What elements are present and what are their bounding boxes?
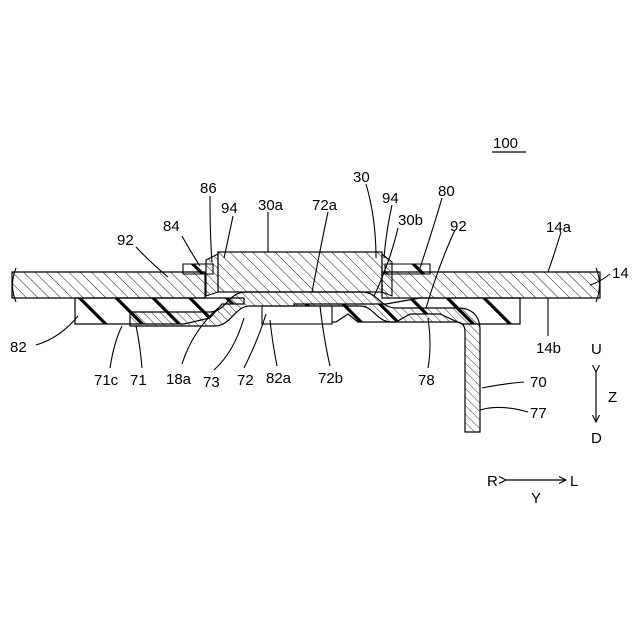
label-86: 86	[200, 180, 217, 197]
axis-label-down: D	[591, 430, 602, 447]
panel-14-left	[12, 272, 205, 298]
label-30b: 30b	[398, 212, 423, 229]
label-70: 70	[530, 374, 547, 391]
label-71c: 71c	[94, 372, 119, 389]
label-72b: 72b	[318, 370, 343, 387]
label-80: 80	[438, 183, 455, 200]
label-30: 30	[353, 169, 370, 186]
label-94-left: 94	[221, 200, 238, 217]
label-73: 73	[203, 374, 220, 391]
axis-label-z: Z	[608, 389, 617, 406]
label-92-right: 92	[450, 218, 467, 235]
panel-14-right	[382, 272, 600, 298]
chip-30	[218, 252, 382, 292]
label-84: 84	[163, 218, 180, 235]
label-77: 77	[530, 405, 547, 422]
axis-label-left: L	[570, 473, 578, 490]
axis-label-up: U	[591, 341, 602, 358]
label-14b: 14b	[536, 340, 561, 357]
label-82a: 82a	[266, 370, 292, 387]
label-30a: 30a	[258, 197, 284, 214]
label-94-right: 94	[382, 190, 399, 207]
label-18a: 18a	[166, 371, 192, 388]
label-82: 82	[10, 339, 27, 356]
axis-label-y: Y	[531, 490, 541, 507]
label-72a: 72a	[312, 197, 338, 214]
label-14: 14	[612, 265, 629, 282]
label-92-left: 92	[117, 232, 134, 249]
label-78: 78	[418, 372, 435, 389]
axis-label-right: R	[487, 473, 498, 490]
label-71: 71	[130, 372, 147, 389]
label-100: 100	[493, 135, 518, 152]
label-72: 72	[237, 372, 254, 389]
label-14a: 14a	[546, 219, 572, 236]
